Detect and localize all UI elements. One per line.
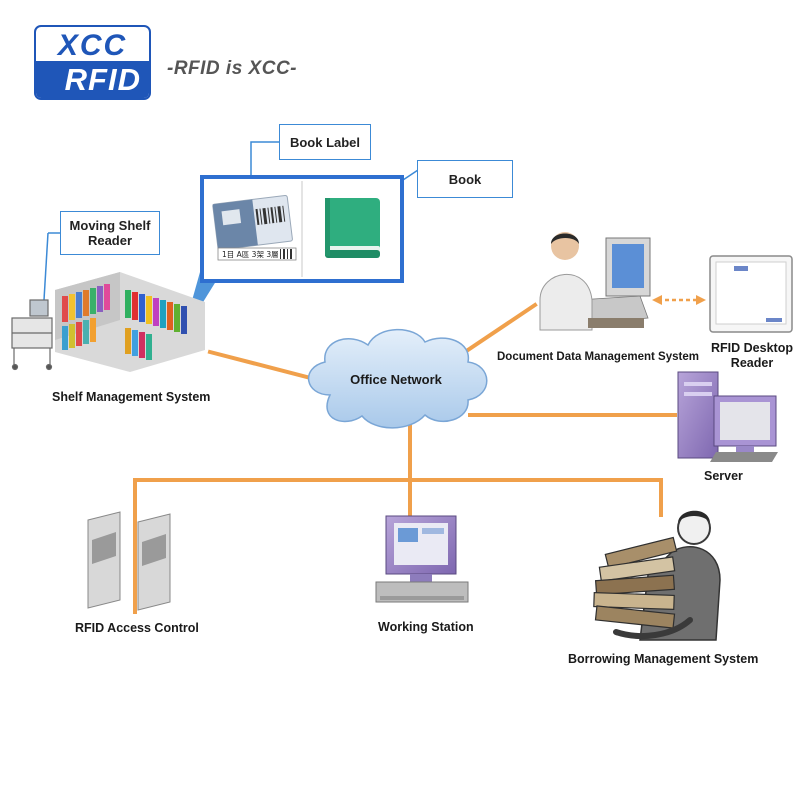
access-gate-icon [87,511,171,611]
book-icon [325,198,380,258]
brand-logo: XCC RFID [34,25,151,100]
book-label-tag-icon [212,194,293,251]
callout-book-label: Book Label [279,124,371,160]
label-document-data-management-system: Document Data Management System [497,351,699,363]
book-label-tag-text: 1目 A區 3架 3層 [222,250,279,259]
label-shelf-management-system: Shelf Management System [52,390,211,404]
logo-text-rfid: RFID [36,61,149,98]
server-icon [677,371,778,462]
slogan: -RFID is XCC- [167,58,297,79]
callout-moving-shelf-reader: Moving Shelf Reader [60,211,160,255]
connector-moving-shelf-reader-v [43,232,49,301]
person-at-computer-icon [539,232,651,331]
callout-book-text: Book [448,171,482,187]
label-borrowing-management-system: Borrowing Management System [568,652,759,666]
person-carrying-books-icon [593,510,721,641]
label-rfid-desktop-reader: RFID Desktop Reader [711,341,793,370]
reader-link [652,295,706,305]
workstation-icon [375,515,469,603]
callout-book: Book [417,160,513,198]
rfid-desktop-reader-icon [709,255,793,333]
network-label: Office Network [350,372,442,387]
label-working-station: Working Station [378,620,474,634]
logo-text-xcc: XCC [57,29,128,62]
callout-book-label-text: Book Label [289,134,361,150]
cloud-icon [307,328,488,429]
mobile-reader-cart-icon [11,299,53,371]
bookshelf-icon [55,272,205,372]
callout-moving-shelf-reader-text: Moving Shelf Reader [69,218,151,248]
label-rfid-access-control: RFID Access Control [75,621,199,635]
label-server: Server [704,469,743,483]
zoom-panel: 1目 A區 3架 3層 [200,175,404,283]
